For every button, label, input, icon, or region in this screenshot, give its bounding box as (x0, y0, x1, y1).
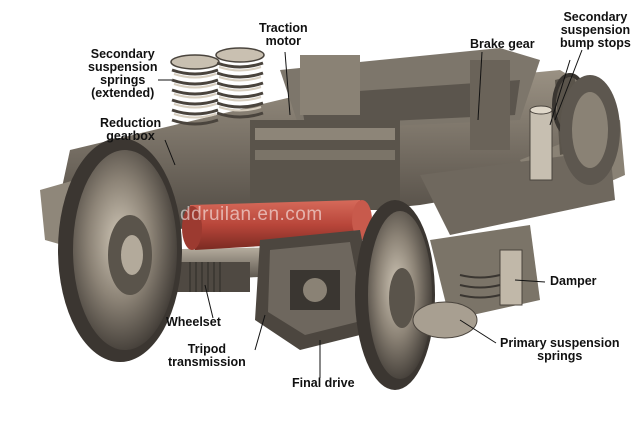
front-right-wheel (355, 200, 435, 390)
label-damper: Damper (550, 274, 597, 288)
secondary-springs (170, 47, 265, 126)
leader-lines (158, 49, 583, 378)
label-primary-suspension-springs: Primary suspension springs (500, 336, 620, 363)
label-reduction-gearbox: Reduction gearbox (100, 116, 162, 143)
label-secondary-suspension-bump-stops: Secondary suspension bump stops (560, 10, 631, 50)
rear-wheel (560, 75, 620, 185)
label-brake-gear: Brake gear (470, 37, 535, 51)
label-secondary-suspension-springs: Secondary suspension springs (extended) (88, 47, 158, 100)
label-wheelset: Wheelset (166, 315, 221, 329)
watermark: ddruilan.en.com (180, 204, 323, 225)
label-final-drive: Final drive (292, 376, 355, 390)
label-tripod-transmission: Tripod transmission (168, 342, 246, 369)
primary-suspension (412, 225, 540, 339)
label-traction-motor: Traction motor (259, 21, 308, 48)
front-left-wheel (58, 138, 182, 362)
final-drive-housing (255, 230, 380, 350)
